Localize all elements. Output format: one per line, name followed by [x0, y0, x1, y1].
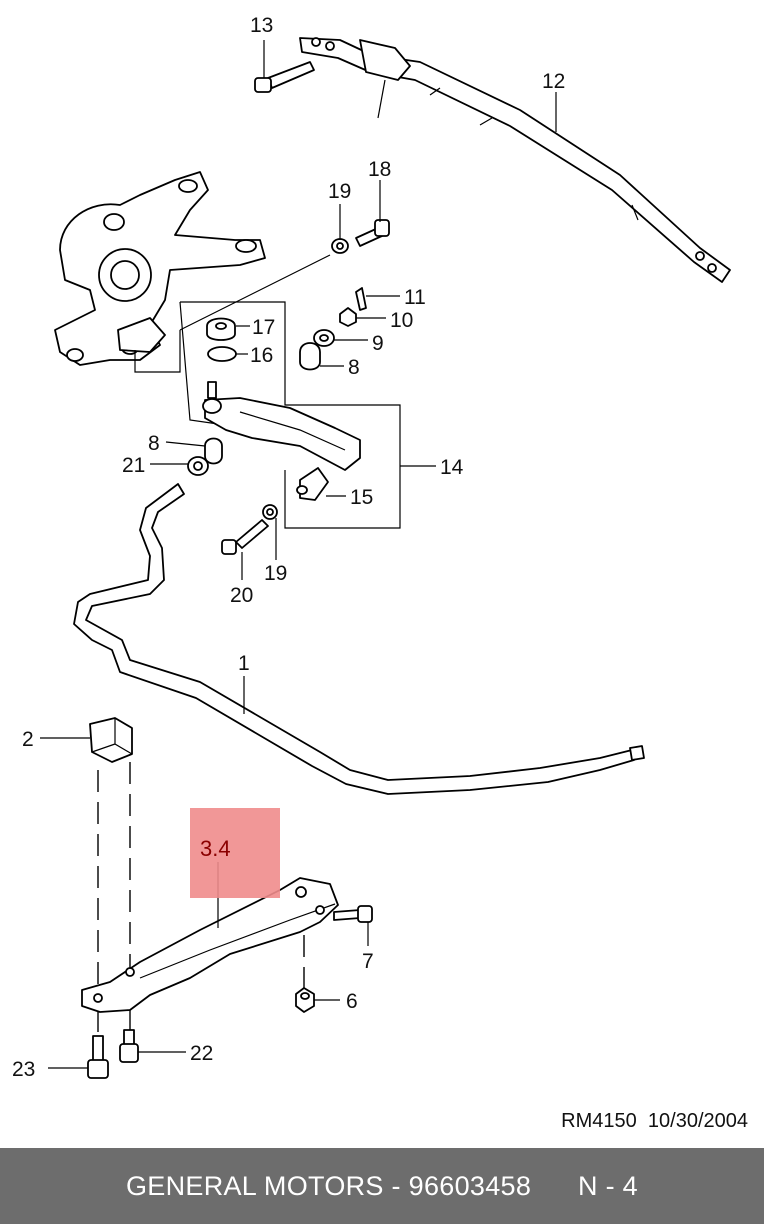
part-23-bolt	[87, 1035, 109, 1079]
callout-21: 21	[122, 454, 145, 477]
callouts: 13 12 18 19 11 10 9 17 16 8 8 21 14 15 1…	[12, 14, 565, 1081]
callout-10: 10	[390, 309, 413, 332]
part-6-nut	[295, 987, 315, 1013]
part-15-bushing	[296, 467, 329, 501]
callout-8-upper: 8	[348, 356, 360, 379]
callout-1: 1	[238, 652, 250, 675]
callout-6: 6	[346, 990, 358, 1013]
callout-9: 9	[372, 332, 384, 355]
footer-separator: -	[383, 1170, 409, 1201]
part-8-bushing-upper	[299, 342, 321, 371]
callout-20: 20	[230, 584, 253, 607]
callout-16: 16	[250, 344, 273, 367]
part-10-nut	[339, 307, 357, 327]
part-7-bolt	[333, 905, 373, 923]
part-8-bushing-lower	[204, 437, 223, 465]
part-13-bolt	[254, 61, 315, 93]
callout-14: 14	[440, 456, 464, 479]
dashed-guides	[97, 762, 305, 1040]
part-17-bushing	[206, 317, 236, 341]
part-21-washer	[187, 456, 209, 476]
callout-19-lower: 19	[264, 562, 287, 585]
callout-23: 23	[12, 1058, 35, 1081]
callout-3-4: 3.4	[200, 836, 231, 861]
callout-12: 12	[542, 70, 565, 93]
drawing-reference: RM4150 10/30/2004	[561, 1110, 748, 1133]
part-19-washer-upper	[331, 238, 349, 254]
part-16-ring	[207, 346, 237, 362]
footer-bar: GENERAL MOTORS - 96603458 N - 4	[0, 1148, 764, 1224]
reference-code: RM4150	[561, 1110, 637, 1132]
part-22-bolt	[119, 1029, 139, 1063]
parts-diagram: 13 12 18 19 11 10 9 17 16 8 8 21 14 15 1…	[12, 14, 731, 1081]
callout-13: 13	[250, 14, 273, 37]
highlight-box	[190, 808, 280, 898]
part-2-bushing	[89, 717, 133, 763]
part-18-bolt	[355, 219, 390, 247]
part-14-control-arm	[202, 381, 361, 471]
part-1-stabilizer-bar	[73, 483, 645, 795]
footer-part-number: 96603458	[408, 1170, 532, 1201]
part-11-pin	[355, 287, 367, 311]
callout-18: 18	[368, 158, 391, 181]
callout-22: 22	[190, 1042, 213, 1065]
callout-8-lower: 8	[148, 432, 160, 455]
callout-2: 2	[22, 728, 34, 751]
reference-date: 10/30/2004	[647, 1110, 748, 1132]
callout-11: 11	[404, 286, 426, 309]
part-20-bolt	[221, 519, 269, 555]
footer-page: N - 4	[577, 1170, 638, 1201]
footer-gap	[531, 1171, 578, 1202]
footer-brand: GENERAL MOTORS	[125, 1170, 384, 1201]
steering-knuckle	[54, 171, 266, 366]
part-9-washer	[313, 329, 335, 347]
part-12-crossmember	[299, 37, 731, 283]
callout-17: 17	[252, 316, 275, 339]
part-19-washer-lower	[262, 504, 278, 520]
callout-7: 7	[362, 950, 374, 973]
callout-15: 15	[350, 486, 373, 509]
callout-19-upper: 19	[328, 180, 351, 203]
part-3-4-bracket	[81, 877, 339, 1013]
